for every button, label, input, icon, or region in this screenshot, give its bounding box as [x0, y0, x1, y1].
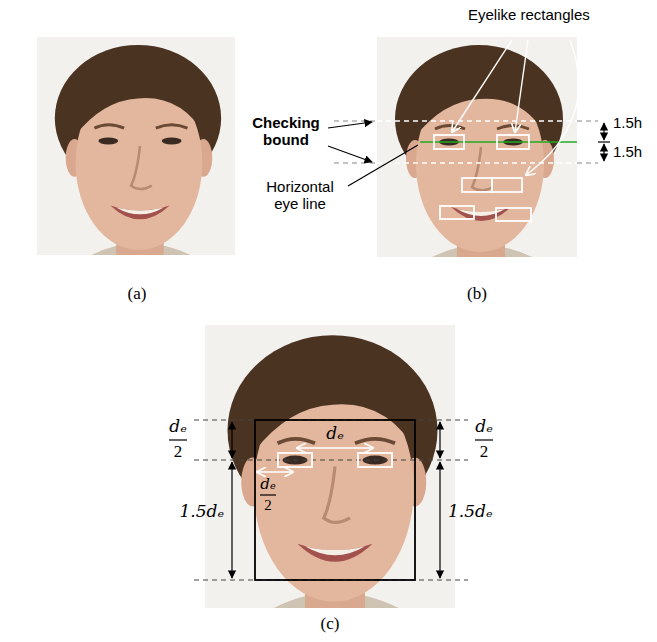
fraction-numerator: dₑ [260, 476, 275, 493]
eyelike-rectangles [434, 135, 531, 221]
dimension-label: 1.5dₑ [179, 502, 224, 522]
subfigure-label: (c) [321, 614, 340, 634]
callout-text: Eyelike rectangles [468, 6, 590, 23]
fraction-numerator: dₑ [475, 417, 492, 437]
dimension-label: 1.5dₑ [448, 502, 493, 522]
dimension-label: 1.5h [613, 114, 642, 131]
fraction-bars [169, 440, 493, 495]
checking-bound-lines [334, 121, 598, 163]
dimension-label: 1.5h [613, 143, 642, 160]
leader-lines [328, 122, 418, 186]
face-photo [37, 37, 235, 255]
dimension-lines [598, 123, 610, 161]
fraction-denominator: 2 [480, 442, 489, 462]
callout-text: Checking bound [245, 114, 327, 149]
face-photo [205, 325, 455, 608]
dimension-lines [232, 422, 440, 578]
fraction-numerator: dₑ [169, 417, 186, 437]
eyelike-rectangles [278, 453, 392, 467]
guide-lines [194, 420, 468, 580]
eye-line [420, 141, 577, 143]
subfigure-label: (b) [467, 284, 487, 304]
fraction-denominator: 2 [264, 497, 272, 514]
face-photo [377, 37, 577, 257]
subfigure-label: (a) [128, 284, 147, 304]
face-box [255, 420, 415, 580]
fraction-denominator: 2 [174, 442, 183, 462]
callout-text: Horizontal eye line [254, 178, 346, 213]
distance-arrows [257, 448, 373, 472]
dimension-label: dₑ [326, 424, 343, 444]
pointer-arrows [452, 40, 579, 175]
